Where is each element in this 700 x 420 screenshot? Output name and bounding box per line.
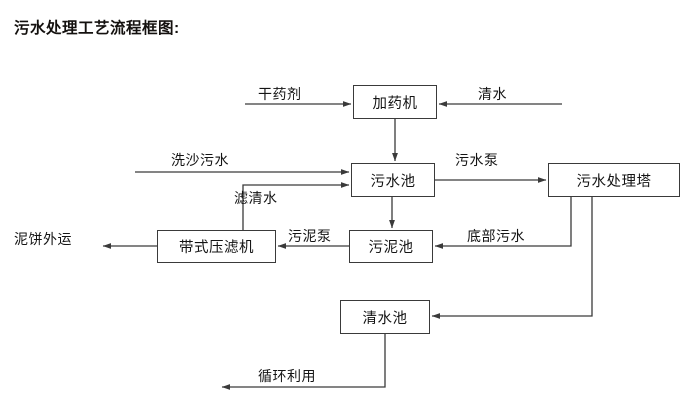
terminal-clean-water-input: 清水 xyxy=(478,86,507,102)
node-treatment-tower[interactable]: 污水处理塔 xyxy=(548,163,680,197)
node-wastewater-pool[interactable]: 污水池 xyxy=(351,163,435,197)
edge-label-filtered-clear-water: 滤清水 xyxy=(234,190,278,206)
edge-label-sludge-pump: 污泥泵 xyxy=(288,228,332,244)
edge-label-wastewater-pump: 污水泵 xyxy=(455,152,499,168)
terminal-sand-wash-wastewater: 洗沙污水 xyxy=(171,152,229,168)
node-dosing-machine[interactable]: 加药机 xyxy=(353,85,437,119)
node-label: 污水池 xyxy=(370,173,416,190)
node-sludge-pool[interactable]: 污泥池 xyxy=(349,230,433,263)
node-label: 带式压滤机 xyxy=(179,240,254,256)
node-label: 污水处理塔 xyxy=(576,173,652,190)
page-title: 污水处理工艺流程框图: xyxy=(14,20,180,37)
edge-label-recycle-reuse: 循环利用 xyxy=(258,368,316,384)
node-label: 污泥池 xyxy=(368,240,414,256)
node-label: 清水池 xyxy=(362,310,408,327)
node-clear-water-pool[interactable]: 清水池 xyxy=(340,300,430,334)
edge-label-bottom-wastewater: 底部污水 xyxy=(467,228,525,244)
terminal-dry-chemical: 干药剂 xyxy=(258,86,302,102)
edge-tower-to-clear-water-pool xyxy=(431,197,593,320)
node-belt-filter-press[interactable]: 带式压滤机 xyxy=(157,230,276,263)
node-label: 加药机 xyxy=(372,95,418,112)
terminal-mud-cake-transport-out: 泥饼外运 xyxy=(14,231,72,247)
